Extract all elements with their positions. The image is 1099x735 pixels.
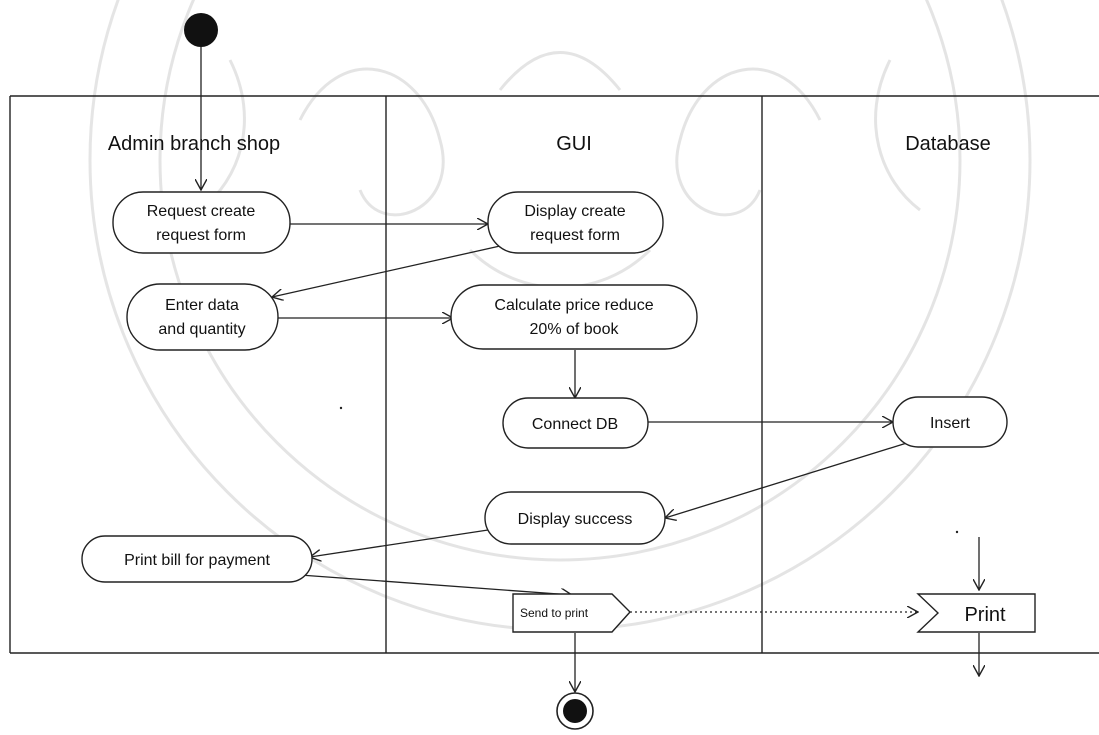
edge-success-to-printbill <box>310 529 489 557</box>
edge-insert-to-success <box>665 441 911 518</box>
node-calculate-price: Calculate price reduce 20% of book <box>450 284 698 350</box>
node-display-success: Display success <box>484 491 666 545</box>
edge-printbill-to-send <box>299 574 572 595</box>
node-insert-label: Insert <box>930 415 971 432</box>
node-enter-data-line1: Enter data <box>165 297 239 314</box>
node-connect-db: Connect DB <box>502 397 649 449</box>
node-connect-db-label: Connect DB <box>532 416 618 433</box>
node-calculate-price-line1: Calculate price reduce <box>494 297 653 314</box>
initial-node <box>184 13 218 47</box>
node-display-create: Display create request form <box>487 191 664 254</box>
swimlane-frame <box>9 95 1099 654</box>
lane-label-database: Database <box>905 133 991 155</box>
node-request-create-line2: request form <box>156 227 246 244</box>
node-print-bill: Print bill for payment <box>81 535 313 583</box>
edge-display-to-enter <box>272 245 501 297</box>
speck-dot <box>955 530 959 534</box>
node-enter-data-line2: and quantity <box>158 321 245 338</box>
final-node <box>556 692 594 730</box>
send-signal-label: Send to print <box>520 606 589 620</box>
node-print-bill-label: Print bill for payment <box>124 552 270 569</box>
node-request-create: Request create request form <box>112 191 291 254</box>
accept-signal-print: Print <box>916 593 1036 633</box>
node-enter-data: Enter data and quantity <box>126 283 279 351</box>
node-calculate-price-line2: 20% of book <box>530 321 620 338</box>
node-insert: Insert <box>892 396 1008 448</box>
node-display-success-label: Display success <box>518 511 633 528</box>
node-display-create-line1: Display create <box>524 203 625 220</box>
node-display-create-line2: request form <box>530 227 620 244</box>
speck-dot <box>339 406 343 410</box>
node-request-create-line1: Request create <box>147 203 256 220</box>
send-signal-send-to-print: Send to print <box>512 593 631 633</box>
flow-edges <box>201 47 979 692</box>
lane-label-gui: GUI <box>556 133 592 155</box>
lane-label-admin: Admin branch shop <box>108 133 280 155</box>
accept-signal-label: Print <box>964 604 1006 626</box>
